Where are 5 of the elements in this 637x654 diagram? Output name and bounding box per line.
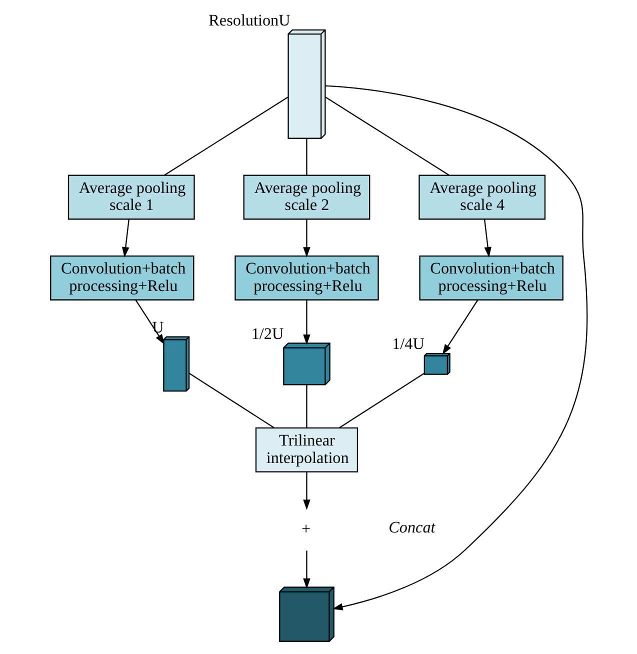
node-label: 1/4U bbox=[392, 336, 424, 354]
label: Concat bbox=[388, 520, 435, 537]
node-label: ResolutionU bbox=[208, 12, 290, 30]
node-label: 1/2U bbox=[250, 326, 284, 343]
node-text: + bbox=[301, 520, 310, 538]
